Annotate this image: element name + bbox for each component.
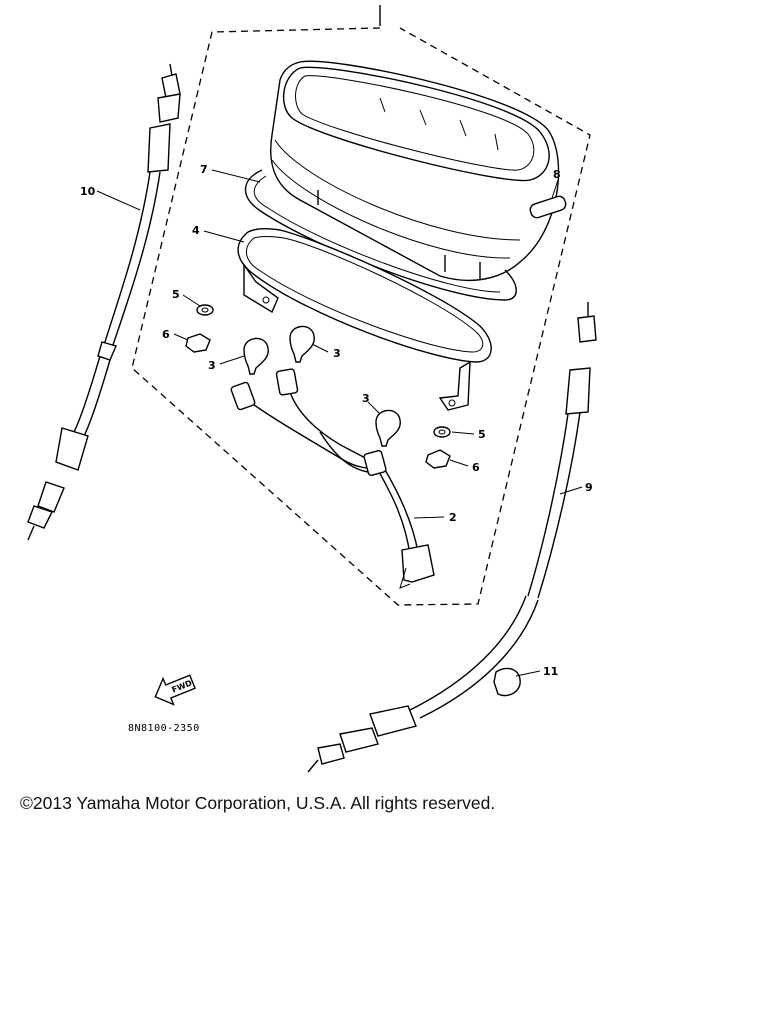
callout-6-right: 6 [472,461,480,474]
nut-right [425,449,451,469]
washer-right [433,426,451,438]
cable-clamp [493,667,521,697]
callout-4: 4 [192,224,200,237]
callout-7: 7 [200,163,208,176]
callout-11: 11 [543,665,558,678]
leader-lines [96,169,583,677]
bulb-1 [289,325,315,363]
callout-5-left: 5 [172,288,180,301]
assembly-boundary [131,5,591,606]
speedometer-cable [307,302,597,773]
washer-left [196,304,214,316]
callout-labels: 7 4 8 5 6 3 3 3 5 6 2 10 9 11 [80,163,593,678]
copyright-notice: ©2013 Yamaha Motor Corporation, U.S.A. A… [20,793,496,813]
callout-3-lower: 3 [362,392,370,405]
wire-harness [230,368,435,589]
tachometer-cable [27,63,181,541]
callout-10: 10 [80,185,96,198]
bulb-2 [243,337,269,375]
callout-6-left: 6 [162,328,170,341]
nut-left [185,333,211,353]
bulb-3 [375,409,401,447]
callout-5-right: 5 [478,428,486,441]
parts-diagram: 7 4 8 5 6 3 3 3 5 6 2 10 9 11 FWD 8N8100… [27,5,597,773]
callout-8: 8 [553,168,561,181]
callout-9: 9 [585,481,593,494]
forward-arrow-icon: FWD [154,674,196,706]
callout-3-left: 3 [208,359,216,372]
callout-2: 2 [449,511,457,524]
meter-housing [269,60,567,282]
callout-3-right: 3 [333,347,341,360]
diagram-code: 8N8100-2350 [128,723,200,734]
meter-case [237,227,492,411]
